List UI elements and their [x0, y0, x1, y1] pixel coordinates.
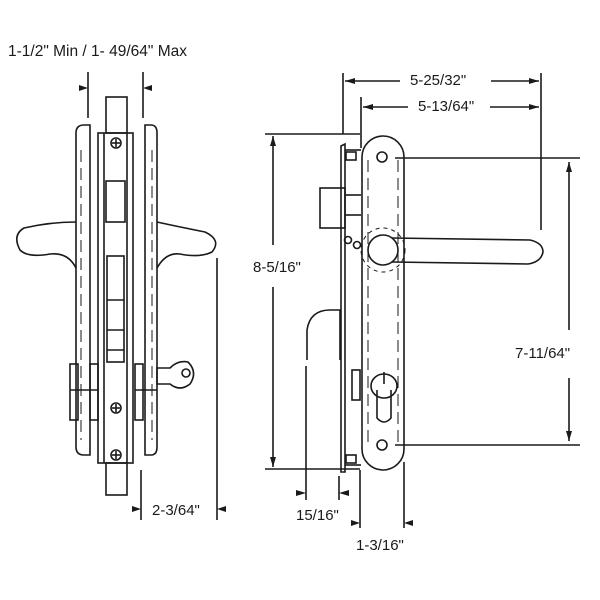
front-view — [265, 73, 580, 528]
dim-lever-projection: 2-3/64" — [152, 502, 200, 519]
dim-overall-height: 8-5/16" — [253, 259, 301, 276]
side-view — [16, 72, 226, 520]
dim-overall-depth: 5-25/32" — [410, 72, 467, 89]
dim-plate-width: 1-3/16" — [356, 537, 404, 554]
dim-screw-spacing: 7-11/64" — [515, 345, 571, 362]
dim-lever-depth: 5-13/64" — [418, 98, 475, 115]
dim-door-thickness: 1-1/2" Min / 1- 49/64" Max — [8, 43, 187, 60]
dim-backset: 15/16" — [296, 507, 339, 524]
